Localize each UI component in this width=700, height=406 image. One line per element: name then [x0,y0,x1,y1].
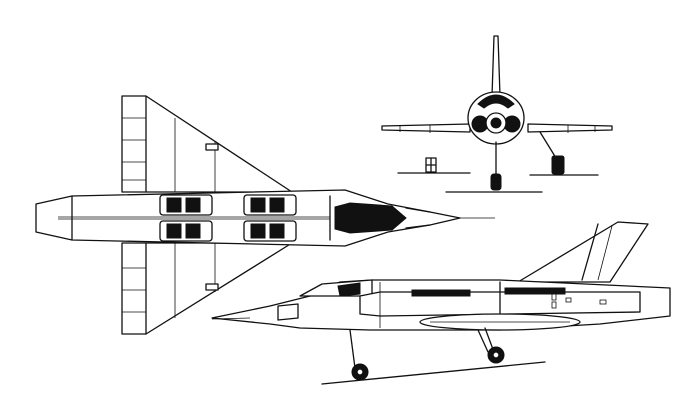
top-engine-pods [159,194,297,242]
top-fuselage [35,189,495,247]
front-view [381,35,613,193]
upper-wing [121,95,293,193]
side-view [211,221,671,385]
top-view [35,95,495,335]
